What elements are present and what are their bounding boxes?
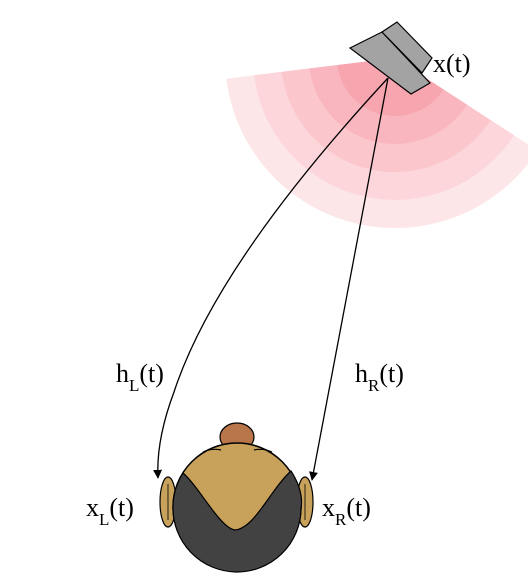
path-left-arrow xyxy=(153,77,389,479)
source-label: x(t) xyxy=(433,49,471,78)
path-left-label: hL(t) xyxy=(116,359,164,395)
loudspeaker-icon xyxy=(348,21,433,95)
listener-head xyxy=(159,422,314,573)
ear-left-label: xL(t) xyxy=(86,493,134,529)
head-hair xyxy=(172,470,303,573)
speaker-body xyxy=(381,21,433,74)
speaker-cone xyxy=(348,31,431,95)
right-eyebrow xyxy=(253,448,273,453)
path-right-label: hR(t) xyxy=(355,359,404,395)
left-eyebrow xyxy=(202,448,222,453)
path-right-arrow xyxy=(309,77,389,481)
ear-right-label: xR(t) xyxy=(322,493,371,529)
sound-wave-bands xyxy=(226,58,528,228)
